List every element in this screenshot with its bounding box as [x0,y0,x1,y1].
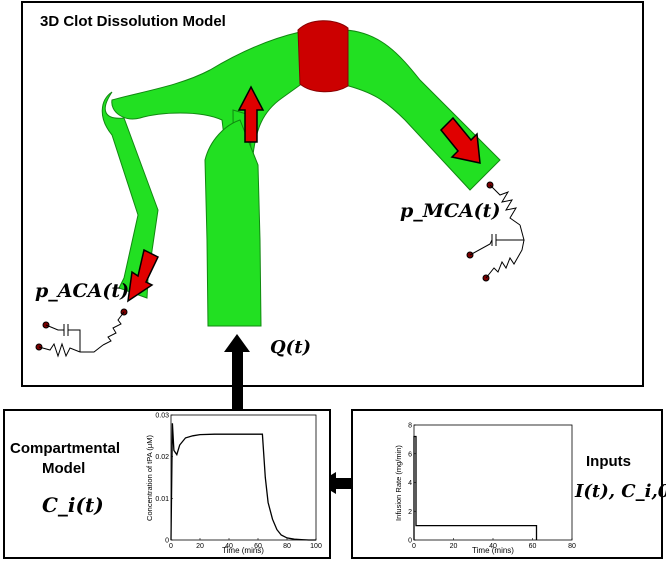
x-tick-label: 80 [283,543,291,550]
x-tick-label: 20 [450,543,458,550]
chart2-xlabel: Time (mins) [472,546,514,555]
y-tick-label: 8 [408,423,412,430]
x-tick-label: 20 [196,543,204,550]
y-tick-label: 6 [408,451,412,458]
top-panel-title: 3D Clot Dissolution Model [40,13,226,30]
connector-up [224,334,250,410]
chart-concentration: Concentration of tPA (μM) Time (mins) 0 2… [145,413,322,556]
x-tick-label: 80 [568,543,576,550]
clot [297,20,349,93]
inputs-label: Inputs [586,453,631,470]
series-line [170,423,316,541]
y-tick-label: 4 [408,480,412,487]
circuit-aca [35,308,128,358]
x-tick-label: 100 [310,543,322,550]
chart1-xlabel: Time (mins) [222,546,264,555]
x-tick-label: 40 [225,543,233,550]
y-tick-label: 0.02 [155,454,169,461]
x-tick-label: 40 [489,543,497,550]
y-tick-label: 2 [408,509,412,516]
vessel-ica-stem [204,119,262,327]
x-tick-label: 60 [529,543,537,550]
flow-arrow-aca [127,248,159,303]
compartmental-label-1: Compartmental [10,440,120,457]
inputs-var: I(t), C_i,0 [574,481,666,502]
label-q: Q(t) [270,337,311,358]
chart2-axes-box [413,424,573,541]
label-p-mca: p_MCA(t) [400,200,500,222]
chart2-ylabel: Infusion Rate (mg/min) [394,445,403,521]
flow-arrow-mca [439,116,481,164]
circuit-mca [466,181,525,282]
compartmental-label-2: Model [42,460,85,477]
y-tick-label: 0.03 [155,413,169,420]
y-tick-label: 0 [408,538,412,545]
flow-arrow-up [237,85,265,143]
x-tick-label: 60 [254,543,262,550]
series-line [413,435,538,540]
x-tick-label: 0 [412,543,416,550]
flow-arrows [127,85,481,303]
y-tick-label: 0 [165,538,169,545]
label-p-aca: p_ACA(t) [35,280,129,302]
x-tick-label: 0 [169,543,173,550]
chart1-ylabel: Concentration of tPA (μM) [145,435,154,521]
vessel-junction [111,31,308,211]
compartmental-var: C_i(t) [42,493,104,517]
y-tick-label: 0.01 [155,496,169,503]
